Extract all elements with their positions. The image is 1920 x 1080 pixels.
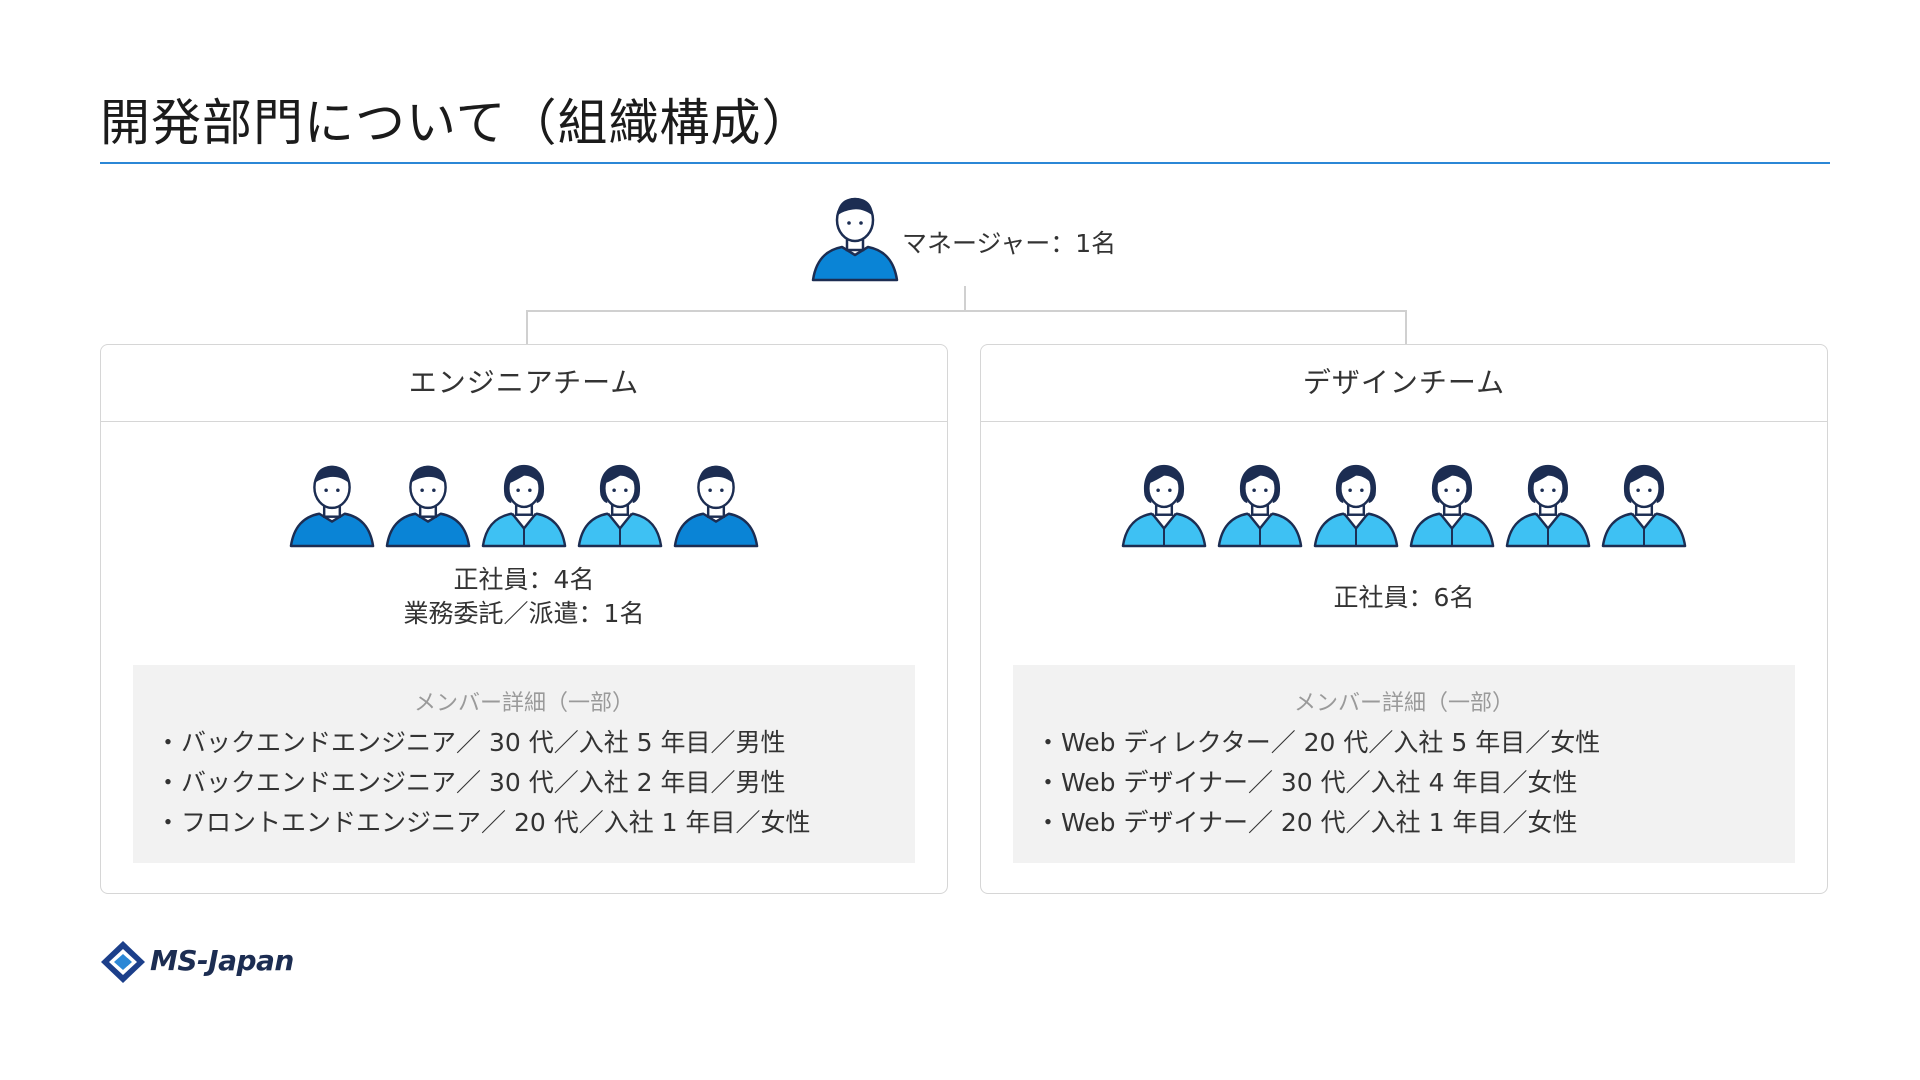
member-detail-text: Web デザイナー／ 30 代／入社 4 年目／女性 bbox=[1061, 768, 1578, 797]
team-card-engineer: エンジニアチーム 正社員：4名 業務委託／派遣：1名 メンバー詳細（一部） ・バ… bbox=[100, 344, 948, 894]
member-details-box: メンバー詳細（一部） ・バックエンドエンジニア／ 30 代／入社 5 年目／男性… bbox=[133, 665, 915, 863]
member-detail-item: ・Web ディレクター／ 20 代／入社 5 年目／女性 bbox=[1035, 728, 1601, 757]
person-female-icon bbox=[1313, 464, 1399, 548]
member-details-label: メンバー詳細（一部） bbox=[413, 691, 634, 716]
member-detail-item: ・フロントエンドエンジニア／ 20 代／入社 1 年目／女性 bbox=[155, 808, 811, 837]
member-detail-text: Web ディレクター／ 20 代／入社 5 年目／女性 bbox=[1061, 728, 1601, 757]
title-underline bbox=[100, 162, 1830, 164]
page-title: 開発部門について（組織構成） bbox=[100, 94, 813, 152]
member-counts: 正社員：6名 bbox=[981, 581, 1827, 615]
member-detail-text: バックエンドエンジニア／ 30 代／入社 5 年目／男性 bbox=[181, 728, 786, 757]
company-logo: MS-Japan bbox=[100, 940, 340, 984]
member-details-label: メンバー詳細（一部） bbox=[1293, 691, 1514, 716]
logo-text: MS-Japan bbox=[150, 944, 294, 977]
count-line: 正社員：6名 bbox=[1333, 583, 1475, 612]
member-details-box: メンバー詳細（一部） ・Web ディレクター／ 20 代／入社 5 年目／女性 … bbox=[1013, 665, 1795, 863]
person-male-icon bbox=[385, 465, 471, 548]
manager-label: マネージャー：1名 bbox=[902, 229, 1117, 258]
person-female-icon bbox=[577, 464, 663, 548]
person-female-icon bbox=[1409, 464, 1495, 548]
person-female-icon bbox=[1121, 464, 1207, 548]
person-male-icon bbox=[289, 465, 375, 548]
manager-node: マネージャー：1名 bbox=[810, 190, 1140, 290]
count-line: 業務委託／派遣：1名 bbox=[403, 599, 645, 628]
member-detail-text: バックエンドエンジニア／ 30 代／入社 2 年目／男性 bbox=[181, 768, 786, 797]
connector-vertical-top bbox=[964, 286, 966, 310]
person-male-icon bbox=[811, 197, 899, 282]
member-detail-item: ・Web デザイナー／ 30 代／入社 4 年目／女性 bbox=[1035, 768, 1578, 797]
person-female-icon bbox=[481, 464, 567, 548]
team-card-design: デザインチーム 正社員：6名 メンバー詳細（一部） ・Web ディレクター／ 2… bbox=[980, 344, 1828, 894]
connector-left-drop bbox=[526, 310, 528, 344]
connector-horizontal bbox=[526, 310, 1406, 312]
member-detail-item: ・バックエンドエンジニア／ 30 代／入社 5 年目／男性 bbox=[155, 728, 786, 757]
team-name: デザインチーム bbox=[981, 345, 1827, 422]
team-name: エンジニアチーム bbox=[101, 345, 947, 422]
person-male-icon bbox=[673, 465, 759, 548]
connector-right-drop bbox=[1405, 310, 1407, 344]
member-detail-item: ・バックエンドエンジニア／ 30 代／入社 2 年目／男性 bbox=[155, 768, 786, 797]
member-counts: 正社員：4名 業務委託／派遣：1名 bbox=[101, 563, 947, 631]
member-icons bbox=[981, 457, 1827, 549]
member-icons bbox=[101, 457, 947, 549]
person-female-icon bbox=[1217, 464, 1303, 548]
ms-japan-logo-icon bbox=[101, 941, 145, 983]
member-detail-item: ・Web デザイナー／ 20 代／入社 1 年目／女性 bbox=[1035, 808, 1578, 837]
person-female-icon bbox=[1505, 464, 1591, 548]
person-female-icon bbox=[1601, 464, 1687, 548]
count-line: 正社員：4名 bbox=[453, 565, 595, 594]
member-detail-text: フロントエンドエンジニア／ 20 代／入社 1 年目／女性 bbox=[181, 808, 811, 837]
member-detail-text: Web デザイナー／ 20 代／入社 1 年目／女性 bbox=[1061, 808, 1578, 837]
